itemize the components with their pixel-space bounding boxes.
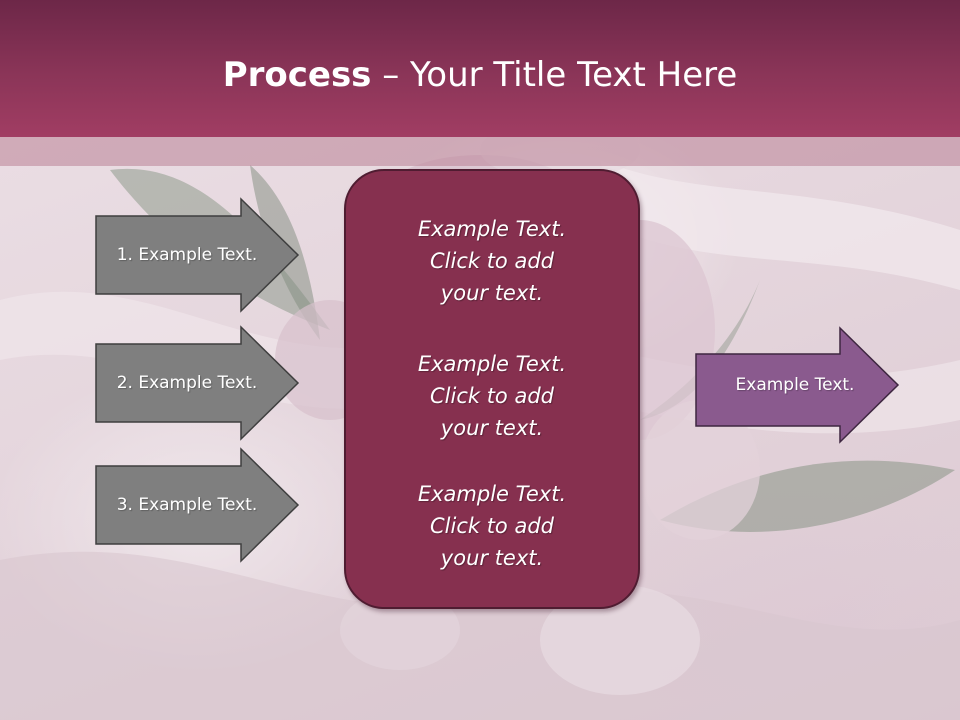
center-text-block-3[interactable]: Example Text. Click to add your text.	[344, 478, 640, 574]
arrow-shape	[95, 325, 300, 441]
center-text-line: Example Text.	[417, 217, 567, 241]
input-arrow-2[interactable]: 2. Example Text.	[95, 325, 300, 441]
input-arrow-label: 2. Example Text.	[116, 373, 258, 393]
center-text-line: your text.	[440, 416, 544, 440]
input-arrow-label: 3. Example Text.	[116, 495, 258, 515]
center-text-line: Click to add	[429, 249, 554, 273]
output-arrow[interactable]: Example Text.	[695, 326, 900, 444]
center-text-block-1[interactable]: Example Text. Click to add your text.	[344, 213, 640, 309]
center-text-line: your text.	[440, 281, 544, 305]
center-text-line: Click to add	[429, 514, 554, 538]
title-bold-part: Process	[222, 55, 372, 95]
input-arrow-3[interactable]: 3. Example Text.	[95, 447, 300, 563]
center-text-line: your text.	[440, 546, 544, 570]
center-text-line: Example Text.	[417, 352, 567, 376]
arrow-shape	[95, 197, 300, 313]
process-center-box[interactable]	[344, 169, 640, 609]
arrow-shape	[95, 447, 300, 563]
arrow-shape	[695, 326, 900, 444]
title-accent-strip	[0, 137, 960, 166]
slide-title[interactable]: Process – Your Title Text Here	[0, 52, 960, 98]
title-regular-part: – Your Title Text Here	[371, 55, 738, 95]
output-arrow-label: Example Text.	[735, 375, 855, 395]
center-text-block-2[interactable]: Example Text. Click to add your text.	[344, 348, 640, 444]
title-bar	[0, 0, 960, 137]
center-text-line: Click to add	[429, 384, 554, 408]
input-arrow-1[interactable]: 1. Example Text.	[95, 197, 300, 313]
input-arrow-label: 1. Example Text.	[116, 245, 258, 265]
center-text-line: Example Text.	[417, 482, 567, 506]
